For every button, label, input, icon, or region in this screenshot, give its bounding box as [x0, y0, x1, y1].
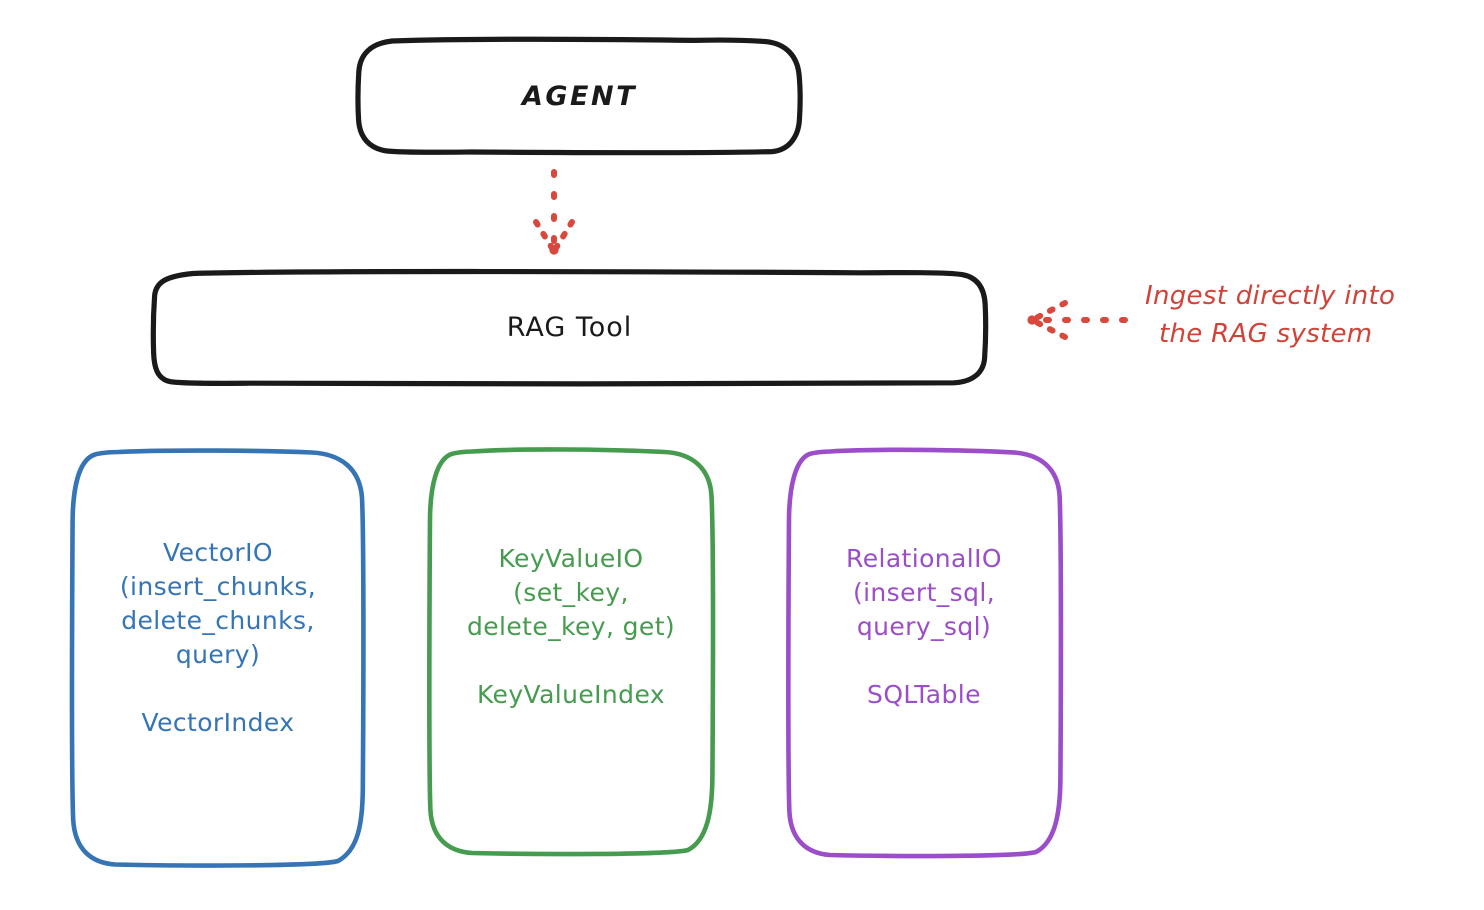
- agent-label: AGENT: [521, 80, 637, 112]
- relational-io-label: RelationalIO (insert_sql, query_sql) SQL…: [846, 544, 1002, 709]
- key-value-io-box[interactable]: KeyValueIO (set_key, delete_key, get) Ke…: [429, 450, 713, 854]
- ingest-annotation: Ingest directly into the RAG system: [1145, 278, 1475, 353]
- vector-io-label: VectorIO (insert_chunks, delete_chunks, …: [119, 538, 317, 737]
- relational-io-box-outline: [786, 447, 1064, 859]
- relational-io-box[interactable]: RelationalIO (insert_sql, query_sql) SQL…: [787, 450, 1061, 856]
- ingest-annotation-line-2: the RAG system: [1159, 318, 1373, 349]
- key-value-io-label: KeyValueIO (set_key, delete_key, get) Ke…: [466, 544, 676, 709]
- key-value-io-box-outline: [427, 447, 716, 857]
- vector-io-box[interactable]: VectorIO (insert_chunks, delete_chunks, …: [72, 450, 364, 866]
- vector-io-box-outline: [69, 448, 366, 868]
- agent-box[interactable]: AGENT: [358, 40, 801, 153]
- ingest-annotation-line-1: Ingest directly into: [1145, 281, 1396, 311]
- rag-tool-box[interactable]: RAG Tool: [155, 272, 984, 383]
- rag-tool-label: RAG Tool: [506, 311, 633, 343]
- ingest-arrow-connector: [1027, 300, 1128, 340]
- rag-tool-box-outline: [150, 268, 989, 387]
- agent-to-rag-connector: [533, 169, 575, 255]
- agent-box-outline: [355, 36, 803, 156]
